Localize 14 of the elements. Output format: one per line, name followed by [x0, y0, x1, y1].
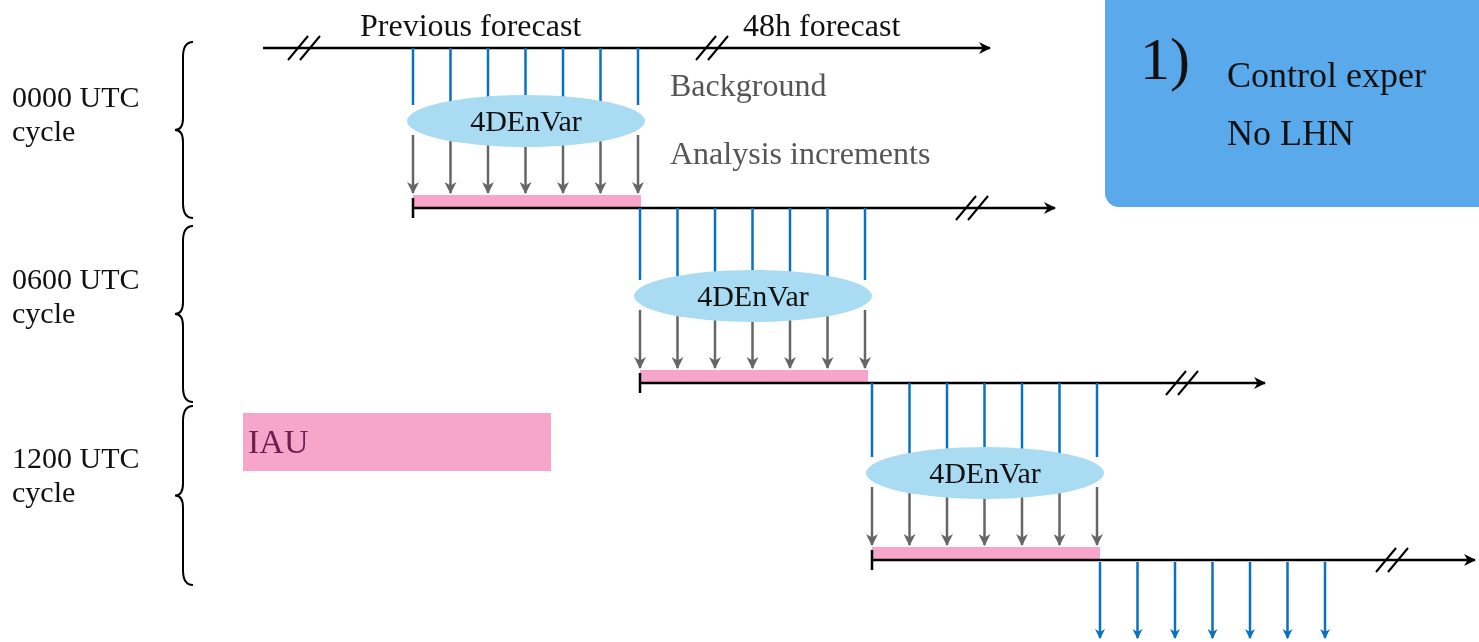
annotation-text: Analysis increments — [670, 136, 931, 170]
legend-text: IAU — [248, 423, 309, 461]
panel-number: 1) — [1140, 25, 1190, 94]
ellipse-node: 4DEnVar — [866, 447, 1104, 499]
ellipse-node: 4DEnVar — [407, 95, 645, 147]
cycle-label: 1200 UTC cycle — [12, 441, 141, 509]
experiment-panel — [1105, 0, 1479, 207]
annotation-text: Background — [670, 68, 827, 102]
ellipse-node: 4DEnVar — [634, 270, 872, 322]
cycle-label: 0000 UTC cycle — [12, 80, 141, 148]
timeline-label: 48h forecast — [743, 8, 901, 42]
timeline-label: Previous forecast — [360, 8, 582, 42]
cycle-label: 0600 UTC cycle — [12, 262, 141, 330]
panel-text: Control exper No LHN — [1227, 54, 1427, 155]
